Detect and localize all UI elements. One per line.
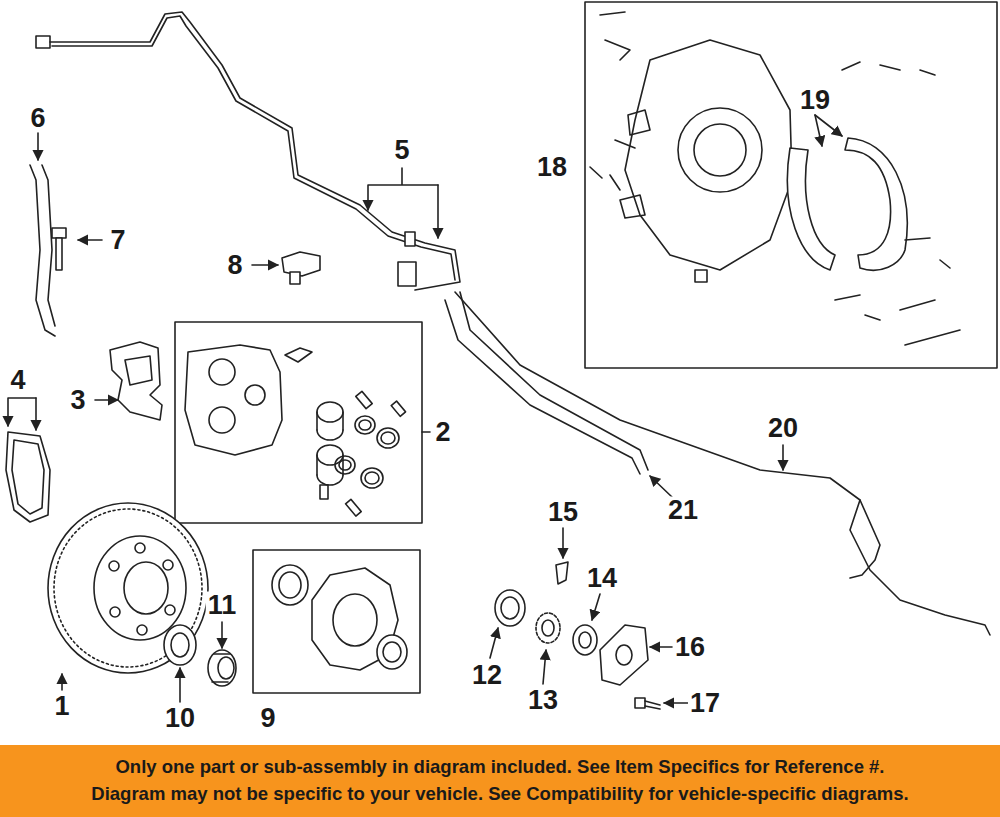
notice-text: Only one part or sub-assembly in diagram… (6, 753, 994, 780)
callout-number: 11 (206, 592, 239, 619)
callout-number: 18 (535, 154, 569, 181)
callout-number: 6 (28, 105, 47, 132)
callout-number: 10 (163, 705, 197, 732)
callout-number: 8 (225, 252, 244, 279)
notice-text: Diagram may not be specific to your vehi… (6, 780, 994, 807)
callout-number: 4 (8, 367, 27, 394)
callout-number: 20 (766, 415, 800, 442)
callout-number: 17 (688, 690, 722, 717)
callout-number: 13 (526, 687, 560, 714)
callout-number: 2 (433, 419, 452, 446)
callout-number: 14 (585, 565, 619, 592)
callout-number: 1 (52, 693, 71, 720)
callout-number: 3 (68, 387, 87, 414)
callout-number: 5 (392, 137, 411, 164)
callout-number: 16 (673, 634, 707, 661)
notice-banner: Only one part or sub-assembly in diagram… (0, 745, 1000, 817)
callout-number: 15 (546, 499, 580, 526)
callout-number: 9 (258, 705, 277, 732)
callout-number: 19 (798, 87, 832, 114)
callout-number: 12 (470, 662, 504, 689)
callout-number: 21 (666, 497, 700, 524)
callout-number: 7 (108, 227, 127, 254)
